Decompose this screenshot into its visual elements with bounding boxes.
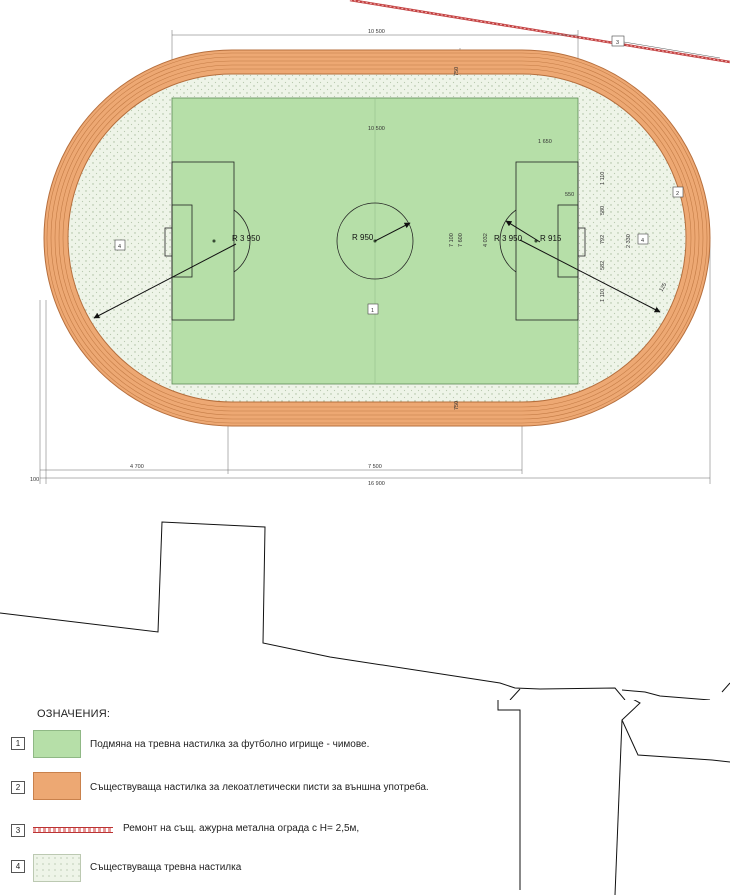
- pitch-swatch: [33, 730, 81, 758]
- dim-inner-1: 7 100: [449, 233, 455, 247]
- dim-right-1: 1 110: [600, 172, 606, 185]
- legend-num: 4: [11, 860, 25, 873]
- legend-num: 3: [11, 824, 25, 837]
- plot-boundary: [0, 521, 730, 700]
- radius-label-center: R 950: [352, 233, 374, 242]
- legend-plot-lines: [497, 700, 730, 895]
- legend-item-4: 4 Съществуваща тревна настилка: [0, 852, 730, 892]
- dim-small-1: 550: [565, 192, 574, 198]
- dim-right-2: 580: [600, 206, 606, 215]
- dim-bottom-1: 100: [30, 477, 39, 483]
- legend-text: Ремонт на същ. ажурна метална ограда с Н…: [123, 823, 360, 834]
- marker-2: 2: [676, 191, 679, 197]
- legend-item-2: 2 Съществуваща настилка за лекоатлетичес…: [0, 772, 730, 812]
- dim-bottom-2: 4 700: [130, 464, 144, 470]
- dim-right-3: 792: [600, 235, 606, 244]
- dim-track-1: 125: [659, 282, 669, 293]
- marker-4-left: 4: [118, 244, 121, 250]
- dim-right-5: 1 110: [600, 289, 606, 302]
- dim-top-1: 10 500: [368, 29, 385, 35]
- legend: ОЗНАЧЕНИЯ: 1 Подмяна на тревна настилка …: [0, 700, 730, 895]
- radius-labels: R 3 950 R 950 R 3 950 R 915: [232, 233, 562, 243]
- legend-num: 2: [11, 781, 25, 794]
- legend-text: Съществуваща настилка за лекоатлетически…: [90, 782, 429, 793]
- marker-3: 3: [616, 40, 619, 46]
- dim-inner-3: 4 032: [483, 233, 489, 247]
- dim-track-3: 750: [454, 401, 460, 410]
- legend-title: ОЗНАЧЕНИЯ:: [37, 708, 111, 720]
- marker-4-right: 4: [641, 238, 644, 244]
- dimension-labels: 10 500 10 500 1 650 1 110 580 792 582 1 …: [30, 29, 668, 487]
- fence-line: [349, 0, 730, 64]
- legend-text: Съществуваща тревна настилка: [90, 862, 242, 873]
- grass-swatch: [33, 854, 81, 882]
- dim-right-4: 582: [600, 261, 606, 270]
- legend-num: 1: [11, 737, 25, 750]
- dim-bottom-4: 16 900: [368, 481, 385, 487]
- legend-text: Подмяна на тревна настилка за футболно и…: [90, 739, 370, 750]
- radius-label-left: R 3 950: [232, 234, 261, 243]
- dim-right-6: 2 330: [626, 234, 632, 248]
- fence-swatch: [33, 827, 113, 833]
- legend-item-1: 1 Подмяна на тревна настилка за футболно…: [0, 728, 730, 768]
- radius-label-arc: R 915: [540, 234, 562, 243]
- legend-item-3: 3 Ремонт на същ. ажурна метална ограда с…: [0, 815, 730, 855]
- track-swatch: [33, 772, 81, 800]
- dim-top-2: 10 500: [368, 126, 385, 132]
- dim-inner-2: 7 600: [458, 233, 464, 247]
- dim-top-3: 1 650: [538, 139, 552, 145]
- radius-arrows: [93, 220, 661, 319]
- site-plan-drawing: 10 500 10 500 1 650 1 110 580 792 582 1 …: [0, 0, 730, 700]
- marker-boxes: 1 2 3 4 4: [114, 35, 684, 315]
- radius-label-right: R 3 950: [494, 234, 523, 243]
- dim-bottom-3: 7 500: [368, 464, 382, 470]
- dim-track-2: 750: [454, 67, 460, 76]
- marker-1: 1: [371, 308, 374, 314]
